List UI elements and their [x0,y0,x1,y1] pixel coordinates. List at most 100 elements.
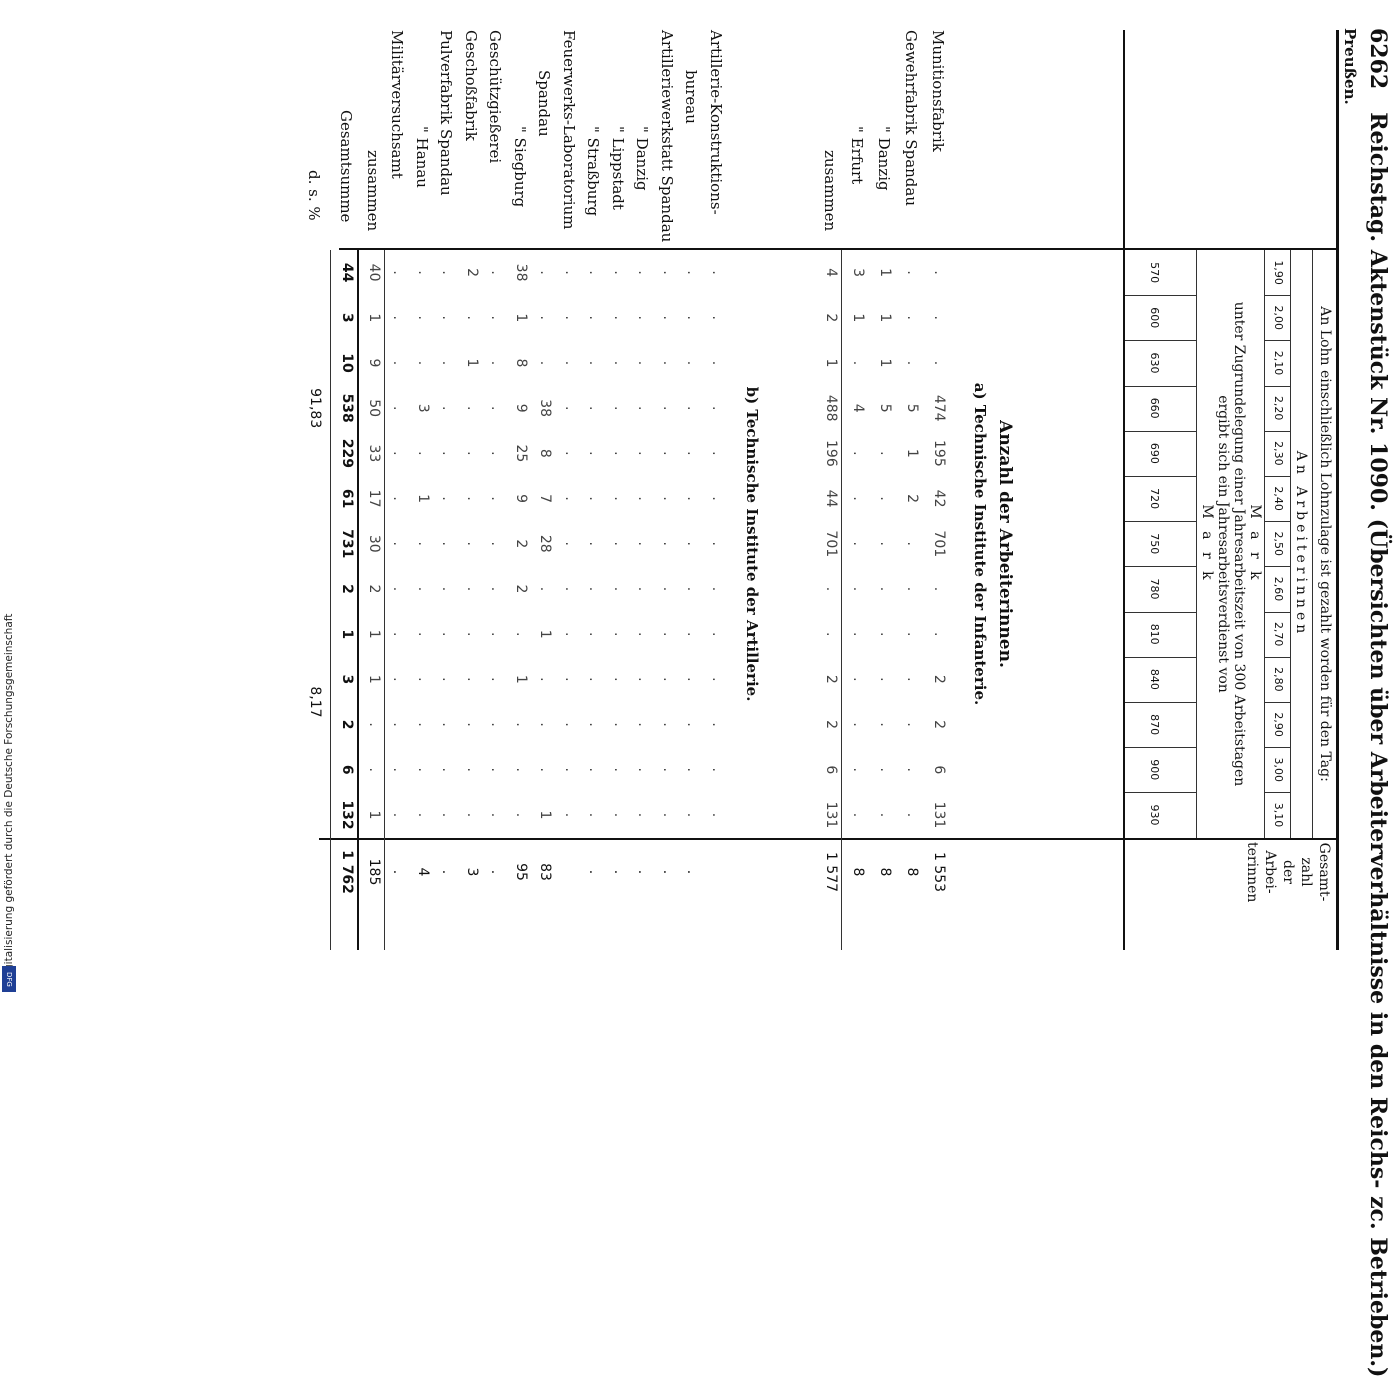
value-cell: . [488,541,505,546]
page-header: 6262 Reichstag. Aktenstück Nr. 1090. (Üb… [1365,28,1391,1377]
value-cell: . [464,315,480,320]
value-cell: 1 [366,629,382,639]
value-cell: . [877,496,893,501]
value-cell: . [513,722,529,727]
value-cell: . [660,360,676,366]
value-cell: . [439,405,456,411]
value-cell: . [635,722,652,727]
value-cell: 38 [537,399,554,418]
grand-total-cell: 3 [339,312,355,323]
value-cell: 1 [823,358,839,368]
column-rule [1125,792,1197,794]
row-total-cell: 3 [464,867,480,877]
day-rate-cell: 2,00 [1272,305,1285,331]
table-row: bureau.............. [678,0,703,1000]
value-cell: . [586,405,603,411]
value-cell: 474 [931,394,947,422]
value-cell: . [439,315,456,320]
sum-rule [384,250,385,950]
table-row: " Straßburg.............. [580,0,605,1000]
day-rate-cell: 2,70 [1272,621,1285,647]
value-cell: 50 [366,399,382,418]
value-cell: . [390,541,407,546]
value-cell: . [684,677,701,682]
value-cell: 2 [823,674,839,684]
value-cell: . [850,677,866,682]
value-cell: . [684,812,701,818]
year-rate-cell: 570 [1148,262,1161,284]
column-rule [1125,656,1197,658]
value-cell: . [537,586,554,592]
day-rate-cell: 3,00 [1272,757,1285,783]
row-total-cell: 1 553 [931,851,947,893]
value-cell: . [390,405,407,411]
value-cell: 1 [366,313,382,323]
value-cell: . [439,360,456,366]
value-cell: 701 [931,530,947,558]
column-rule [1265,340,1291,342]
value-cell: . [464,767,480,772]
value-cell: . [660,586,676,592]
credit-text: Digitalisierung gefördert durch die Deut… [3,613,15,982]
grand-total-cell: 2 [339,719,355,730]
day-rate-cell: 2,90 [1272,712,1285,737]
sum-rule [841,250,842,950]
top-rule [1336,30,1339,950]
row-label: Feuerwerks-Laboratorium [560,30,578,230]
value-cell: 38 [513,263,529,282]
value-cell: . [660,722,676,727]
year-rate-cell: 600 [1148,307,1161,329]
value-cell: . [586,812,603,818]
value-cell: . [709,812,725,818]
value-cell: . [660,451,676,456]
row-label: zusammen [364,150,382,232]
value-cell: . [635,631,652,637]
value-cell: . [415,360,431,366]
value-cell: . [635,405,652,411]
value-cell: . [611,631,627,637]
value-cell: . [709,631,725,637]
value-cell: . [488,722,505,727]
column-rule [1125,295,1197,297]
value-cell: . [562,631,578,637]
value-cell: 2 [931,720,947,730]
value-cell: . [488,315,505,320]
column-rule [1125,430,1197,432]
column-rule [1125,521,1197,523]
year-rate-cell: 660 [1148,397,1161,419]
row-total-cell: . [611,869,627,875]
page-title: Reichstag. Aktenstück Nr. 1090. (Übersic… [1365,112,1391,1377]
row-label: Pulverfabrik Spandau [437,30,456,196]
explanation-1: unter Zugrundelegung einer Jahresarbeits… [1231,301,1247,787]
year-rate-cell: 930 [1148,804,1161,826]
column-rule [1125,566,1197,568]
value-cell: . [488,586,505,592]
value-cell: . [709,451,725,456]
year-rate-cell: 870 [1148,714,1161,736]
value-cell: . [904,677,920,682]
value-cell: . [904,586,920,592]
value-cell: . [709,586,725,592]
grand-total-cell: 538 [339,393,355,423]
value-cell: . [439,767,456,772]
value-cell: . [562,677,578,682]
value-cell: . [488,270,505,275]
value-cell: 2 [904,494,920,504]
value-cell: . [488,451,505,456]
row-total-cell: 1 577 [823,851,839,893]
value-cell: . [439,270,456,275]
column-rule [1125,611,1197,613]
value-cell: . [439,812,456,818]
value-cell: . [586,677,603,682]
year-rate-cell: 720 [1148,488,1161,510]
table-row: Geschützgießerei.............. [482,0,507,1000]
value-cell: . [684,541,701,546]
value-cell: . [366,767,382,772]
value-cell: . [635,496,652,501]
value-cell: . [390,586,407,592]
value-cell: 33 [366,444,382,463]
value-cell: . [611,586,627,592]
value-cell: . [877,677,893,682]
value-cell: 2 [513,539,529,549]
